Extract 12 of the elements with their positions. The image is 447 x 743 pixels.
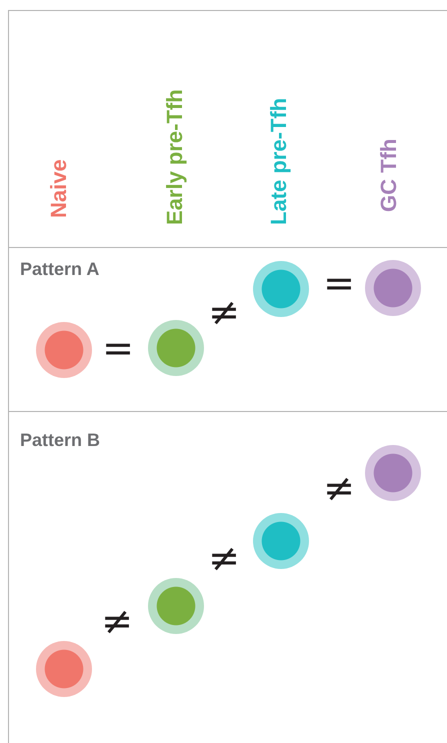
pattern-heading: Pattern B: [20, 430, 100, 451]
relation-symbol: =: [102, 329, 134, 367]
column-header: Early pre-Tfh: [164, 88, 186, 225]
column-header: Naive: [48, 158, 70, 218]
relation-symbol: ≠: [208, 539, 240, 577]
column-header: GC Tfh: [378, 138, 400, 212]
relation-symbol: ≠: [101, 602, 133, 640]
relation-symbol: =: [323, 264, 355, 302]
column-header: Late pre-Tfh: [268, 96, 290, 225]
pattern-heading: Pattern A: [20, 259, 100, 280]
relation-symbol: ≠: [208, 293, 240, 331]
relation-symbol: ≠: [323, 469, 355, 507]
